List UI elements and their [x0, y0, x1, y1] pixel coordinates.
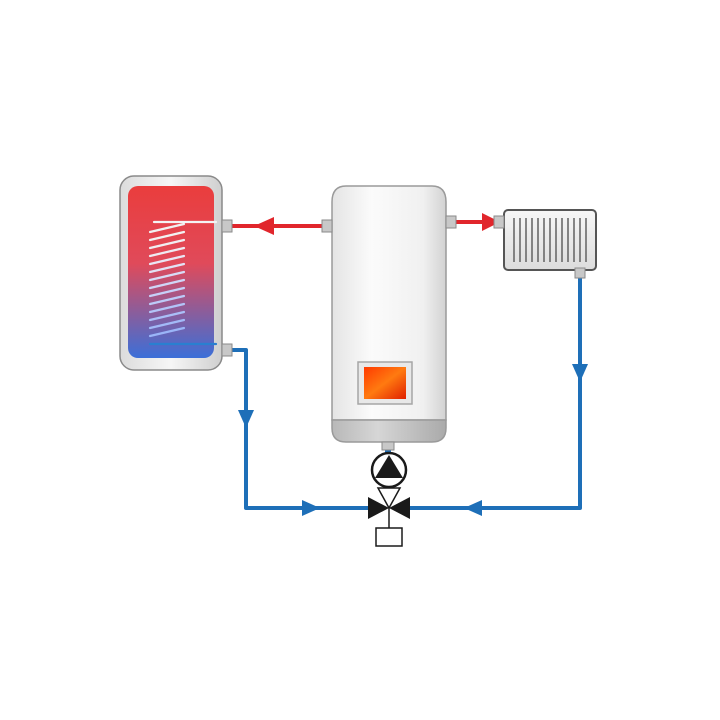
arrow-down-icon: [238, 410, 254, 428]
boiler: [321, 185, 457, 451]
radiator-inlet-fitting: [493, 215, 505, 229]
tank-top-fitting: [221, 219, 233, 233]
arrow-right-icon: [302, 500, 320, 516]
valve-icon: [368, 487, 410, 547]
return-pipe-radiator: [402, 278, 582, 510]
flame-window: [364, 367, 406, 399]
tank-bottom-fitting: [221, 343, 233, 357]
arrow-right-icon: [482, 213, 500, 231]
radiator-fins: [513, 218, 587, 262]
arrow-left-icon: [464, 500, 482, 516]
arrow-down-icon: [572, 364, 588, 382]
storage-tank: [119, 175, 233, 371]
radiator-outlet-fitting: [574, 267, 586, 279]
radiator: [493, 209, 597, 279]
boiler-right-fitting: [445, 215, 457, 229]
boiler-left-fitting: [321, 219, 333, 233]
boiler-bottom-fitting: [381, 441, 395, 451]
valve-actuator: [375, 527, 403, 547]
heating-coil: [148, 220, 218, 346]
arrow-left-icon: [254, 217, 274, 235]
pump-icon: [370, 451, 408, 489]
